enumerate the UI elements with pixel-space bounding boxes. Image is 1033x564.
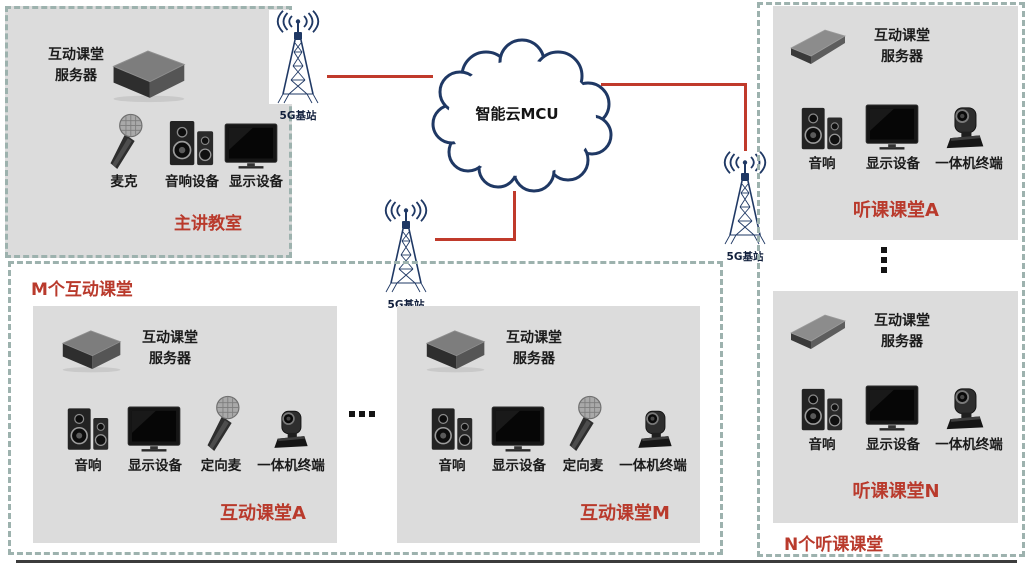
device-label: 显示设备 bbox=[866, 156, 920, 172]
server-label: 互动课堂 服务器 bbox=[859, 311, 945, 353]
device-label: 一体机终端 bbox=[935, 437, 1003, 453]
device-label-mic: 麦克 bbox=[110, 174, 138, 190]
server-label: 互动课堂 服务器 bbox=[123, 328, 217, 370]
microphone-icon bbox=[201, 394, 243, 452]
ellipsis-horizontal-icon bbox=[349, 411, 375, 417]
camera-terminal-icon bbox=[271, 406, 311, 453]
server-label-line1: 互动课堂 bbox=[48, 47, 104, 63]
server-icon bbox=[55, 326, 125, 373]
device-label: 定向麦 bbox=[200, 458, 242, 474]
base-station-label: 5G基站 bbox=[726, 251, 764, 263]
server-label-line2: 服务器 bbox=[881, 49, 923, 65]
server-label-line2: 服务器 bbox=[513, 351, 555, 367]
device-label: 一体机终端 bbox=[619, 458, 687, 474]
link-cloud-tower2-horizontal bbox=[428, 238, 516, 241]
speakers-icon bbox=[168, 119, 215, 168]
server-label: 互动课堂 服务器 bbox=[487, 328, 581, 370]
device-label: 显示设备 bbox=[866, 437, 920, 453]
display-icon bbox=[127, 406, 181, 452]
link-cloud-tower3-vertical bbox=[744, 84, 747, 152]
device-label-audio: 音响设备 bbox=[165, 174, 219, 190]
device-label: 一体机终端 bbox=[257, 458, 325, 474]
link-tower1-cloud bbox=[318, 75, 433, 78]
speakers-icon bbox=[800, 106, 844, 152]
server-label-line2: 服务器 bbox=[55, 68, 97, 84]
device-label: 显示设备 bbox=[492, 458, 546, 474]
device-label: 音响 bbox=[438, 458, 466, 474]
device-label: 音响 bbox=[74, 458, 102, 474]
server-label-line2: 服务器 bbox=[881, 334, 923, 350]
interactive-classroom-a-box: 互动课堂 服务器 音响 显示设备 定向麦 一体机终端 互动课堂A bbox=[33, 306, 337, 543]
device-label: 音响 bbox=[808, 437, 836, 453]
server-label-line1: 互动课堂 bbox=[506, 330, 562, 346]
interactive-group-box: M个互动课堂 bbox=[8, 261, 723, 555]
server-icon bbox=[419, 326, 489, 373]
cloud-label: 智能云MCU bbox=[475, 105, 559, 123]
listening-group-box: N个听课课堂 bbox=[757, 2, 1025, 557]
interactive-classroom-m-box: 互动课堂 服务器 音响 显示设备 定向麦 一体机终端 互动课堂M bbox=[397, 306, 700, 543]
link-cloud-tower3-horizontal bbox=[601, 83, 747, 86]
link-cloud-tower2-vertical bbox=[513, 191, 516, 241]
speakers-icon bbox=[66, 406, 110, 453]
display-icon bbox=[864, 104, 920, 150]
cloud-shape bbox=[431, 38, 613, 193]
server-label-line2: 服务器 bbox=[149, 351, 191, 367]
bottom-edge-line bbox=[16, 560, 1017, 563]
base-station-label: 5G基站 bbox=[279, 110, 317, 122]
listening-group-title: N个听课课堂 bbox=[784, 535, 884, 555]
microphone-icon bbox=[563, 394, 605, 452]
camera-terminal-icon bbox=[943, 386, 987, 432]
interactive-group-title: M个互动课堂 bbox=[31, 280, 133, 300]
server-icon bbox=[104, 45, 190, 103]
listening-classroom-a-box: 互动课堂 服务器 音响 显示设备 一体机终端 听课课堂A bbox=[773, 6, 1018, 240]
base-station-left: 5G基站 bbox=[269, 10, 327, 123]
device-label: 定向麦 bbox=[562, 458, 604, 474]
display-icon bbox=[491, 406, 545, 452]
tower-icon bbox=[269, 10, 327, 104]
classroom-title: 互动课堂M bbox=[580, 503, 670, 524]
device-label: 音响 bbox=[808, 156, 836, 172]
listening-classroom-n-box: 互动课堂 服务器 音响 显示设备 一体机终端 听课课堂N bbox=[773, 291, 1018, 523]
device-label-display: 显示设备 bbox=[229, 174, 283, 190]
speakers-icon bbox=[430, 406, 474, 453]
display-icon bbox=[864, 385, 920, 431]
classroom-title: 听课课堂A bbox=[853, 200, 939, 221]
server-label-line1: 互动课堂 bbox=[142, 330, 198, 346]
ellipsis-vertical-icon bbox=[881, 247, 887, 273]
server-label: 互动课堂 服务器 bbox=[859, 26, 945, 68]
base-station-right: 5G基站 bbox=[716, 151, 774, 264]
microphone-icon bbox=[104, 112, 146, 170]
server-icon bbox=[787, 22, 849, 70]
main-room-box: 互动课堂 服务器 麦克 音响设备 显示设备 主讲教室 bbox=[5, 6, 292, 258]
main-room-server-label: 互动课堂 服务器 bbox=[36, 45, 116, 87]
device-label: 显示设备 bbox=[128, 458, 182, 474]
device-label: 一体机终端 bbox=[935, 156, 1003, 172]
speakers-icon bbox=[800, 387, 844, 433]
display-icon bbox=[224, 123, 278, 169]
server-label-line1: 互动课堂 bbox=[874, 313, 930, 329]
main-room-title: 主讲教室 bbox=[174, 214, 242, 234]
classroom-title: 互动课堂A bbox=[220, 503, 306, 524]
camera-terminal-icon bbox=[943, 105, 987, 151]
server-icon bbox=[787, 307, 849, 355]
classroom-title: 听课课堂N bbox=[852, 481, 940, 502]
camera-terminal-icon bbox=[635, 406, 675, 453]
server-label-line1: 互动课堂 bbox=[874, 28, 930, 44]
